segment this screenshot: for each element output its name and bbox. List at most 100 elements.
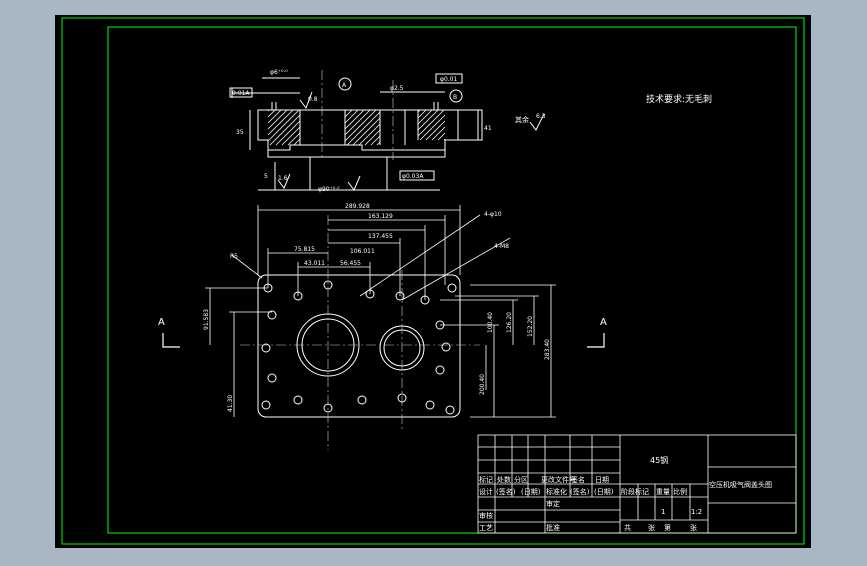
roughness-symbol-2 <box>347 175 361 191</box>
hatch-middle <box>344 109 381 146</box>
dim-h2: 152.20 <box>527 316 534 337</box>
tb-r2-c9: 比例 <box>673 487 687 496</box>
dim-hole1: 4-φ10 <box>484 211 502 218</box>
quantity-text: 1 <box>661 508 665 516</box>
hatch-line <box>293 138 301 146</box>
section-marker-left <box>162 333 180 348</box>
tb-r1-c3: 分区 <box>514 475 528 484</box>
hatch-line <box>346 111 381 146</box>
hatch-line <box>364 129 381 146</box>
hatch-line <box>267 109 276 118</box>
dim-h-total: 283.40 <box>544 339 551 360</box>
dim-text-d3: φ2.5 <box>390 85 404 92</box>
tb-r1-c4: 更改文件号 <box>541 475 576 484</box>
dim-h5: 41.30 <box>227 395 234 412</box>
tb-r1-c6: 日期 <box>595 476 609 484</box>
plan-dimension-lines <box>205 205 556 418</box>
tb-sheet-3: 第 <box>664 523 671 532</box>
section-label-right: A <box>600 317 607 328</box>
roughness-note: 其余 <box>515 115 529 124</box>
sheet-outer-frame <box>61 17 805 545</box>
dim-line-left-top <box>231 88 300 98</box>
tb-r2-c4: 标准化 <box>546 487 567 496</box>
dim-text-d4: 0.01A <box>232 90 250 97</box>
dim-r5: R5 <box>230 253 238 260</box>
section-centerlines <box>321 70 394 160</box>
section-label-left: A <box>158 317 165 328</box>
hatch-line <box>287 132 301 146</box>
plan-centerlines <box>240 215 480 450</box>
model-space-background <box>55 15 811 548</box>
dim-text-d11: 1.6 <box>278 175 288 182</box>
bolt-hole <box>435 365 445 375</box>
hatch-line <box>281 126 301 146</box>
bolt-hole <box>261 400 271 410</box>
title-block-text: 45钢 空压机吸气阀盖头图 1:2 1 标记 处数 分区 更改文件号 签名 日期… <box>479 455 772 532</box>
drawing-name-text: 空压机吸气阀盖头图 <box>709 480 772 489</box>
tb-r1-c2: 处数 <box>497 475 511 484</box>
tb-r2-c8: 重量 <box>656 488 670 496</box>
hatch-line <box>275 120 301 146</box>
plate-outline <box>257 274 461 418</box>
hatch-line <box>417 109 445 137</box>
dim-w6: 43.011 <box>304 260 325 267</box>
dim-text-d7: 0.8 <box>308 96 318 103</box>
dim-w7: 56.455 <box>340 260 361 267</box>
dim-h4: 100.40 <box>487 312 494 333</box>
scale-text: 1:2 <box>691 508 702 516</box>
bolt-hole <box>357 395 367 405</box>
tb-r2-c6: (日期) <box>594 488 614 496</box>
fcf-left <box>229 87 253 98</box>
dim-text-d9: 35 <box>236 129 244 136</box>
hatch-line <box>437 132 446 141</box>
hatch-line <box>431 126 446 141</box>
hatch-line <box>267 109 288 130</box>
bolt-hole <box>293 395 303 405</box>
bore-right <box>379 110 406 145</box>
tb-r4-c1: 工艺 <box>479 524 493 532</box>
bolt-hole <box>447 283 457 293</box>
hatch-line <box>376 141 381 146</box>
bolt-hole <box>267 310 277 320</box>
hatch-line <box>267 109 294 136</box>
hatch-line <box>344 109 353 118</box>
hatch-line <box>269 114 301 146</box>
section-lower-step <box>267 150 446 158</box>
hatch-line <box>358 123 381 146</box>
bolt-hole <box>441 342 451 352</box>
bolt-hole <box>425 400 435 410</box>
hatch-line <box>443 138 446 141</box>
hatch-line <box>344 109 377 142</box>
datum-b-label: B <box>453 94 457 101</box>
section-marker-right <box>587 333 605 348</box>
hatch-line <box>344 109 371 136</box>
hatch-line <box>267 109 300 142</box>
tb-r3-c4: 审定 <box>546 499 560 508</box>
section-hatching <box>267 109 446 146</box>
top-pins <box>271 102 439 110</box>
roughness-symbol-general <box>529 113 545 131</box>
roughness-value: 6.3 <box>536 113 546 120</box>
dim-w4: 106.011 <box>350 248 375 255</box>
hatch-line <box>425 120 446 141</box>
roughness-symbol-3 <box>277 173 291 189</box>
leader-4-M8 <box>401 237 511 301</box>
dim-w5: 75.815 <box>294 246 315 253</box>
dim-text-d6: φ90⁺⁰·⁰ <box>318 186 340 193</box>
datum-a-label: A <box>342 82 347 89</box>
tb-r4-c4: 批准 <box>546 523 560 532</box>
tb-sheet-4: 张 <box>690 523 697 532</box>
dim-text-d8: 41 <box>484 125 492 132</box>
hatch-line <box>352 117 381 146</box>
roughness-symbol-1 <box>299 91 313 110</box>
leader-r5 <box>231 254 263 279</box>
dim-h1: 91.583 <box>203 309 210 330</box>
section-markers <box>162 333 605 348</box>
dim-h6: 200.40 <box>479 374 486 395</box>
tb-r2-c7: 阶段标记 <box>621 487 649 496</box>
bore-right-outer <box>417 110 459 140</box>
dim-text-d12: 5 <box>264 173 268 180</box>
plan-dimension-labels: 289.928 163.129 137.455 106.011 75.815 4… <box>230 203 509 267</box>
hatch-line <box>419 114 446 141</box>
